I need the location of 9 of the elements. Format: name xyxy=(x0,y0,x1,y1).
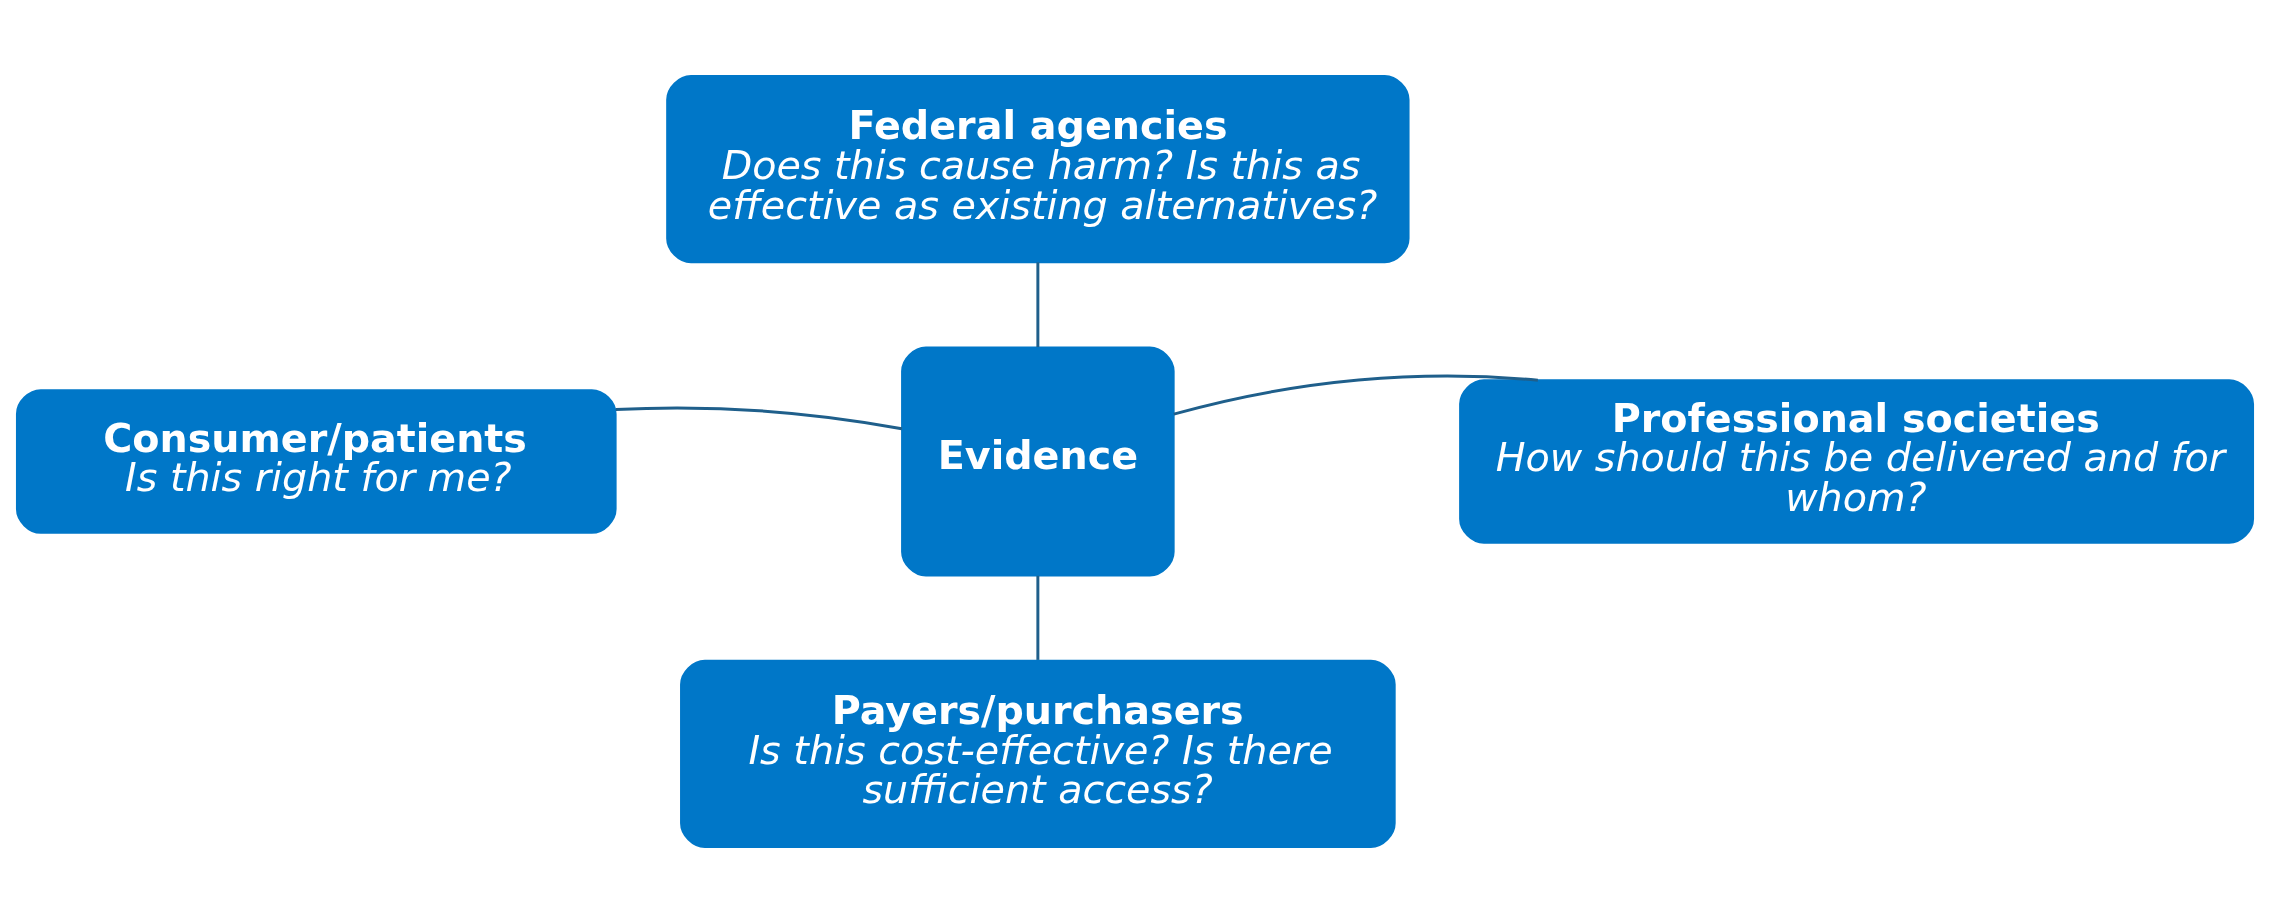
node-box: Evidence xyxy=(901,346,1175,576)
node-box: Consumer/patients Is this right for me? xyxy=(15,388,617,534)
node-box: Federal agencies Does this cause harm? Is this as effective as existing alternatives? xyxy=(666,74,1410,263)
node-box: Professional societies How should this be delivered and for whom? xyxy=(1459,378,2255,544)
connector xyxy=(1036,575,1040,660)
node-box: Payers/purchasers Is this cost-effective? Is there sufficient access? xyxy=(680,659,1396,848)
connector xyxy=(615,406,903,430)
connector xyxy=(1173,374,1538,416)
connector xyxy=(1036,261,1040,347)
